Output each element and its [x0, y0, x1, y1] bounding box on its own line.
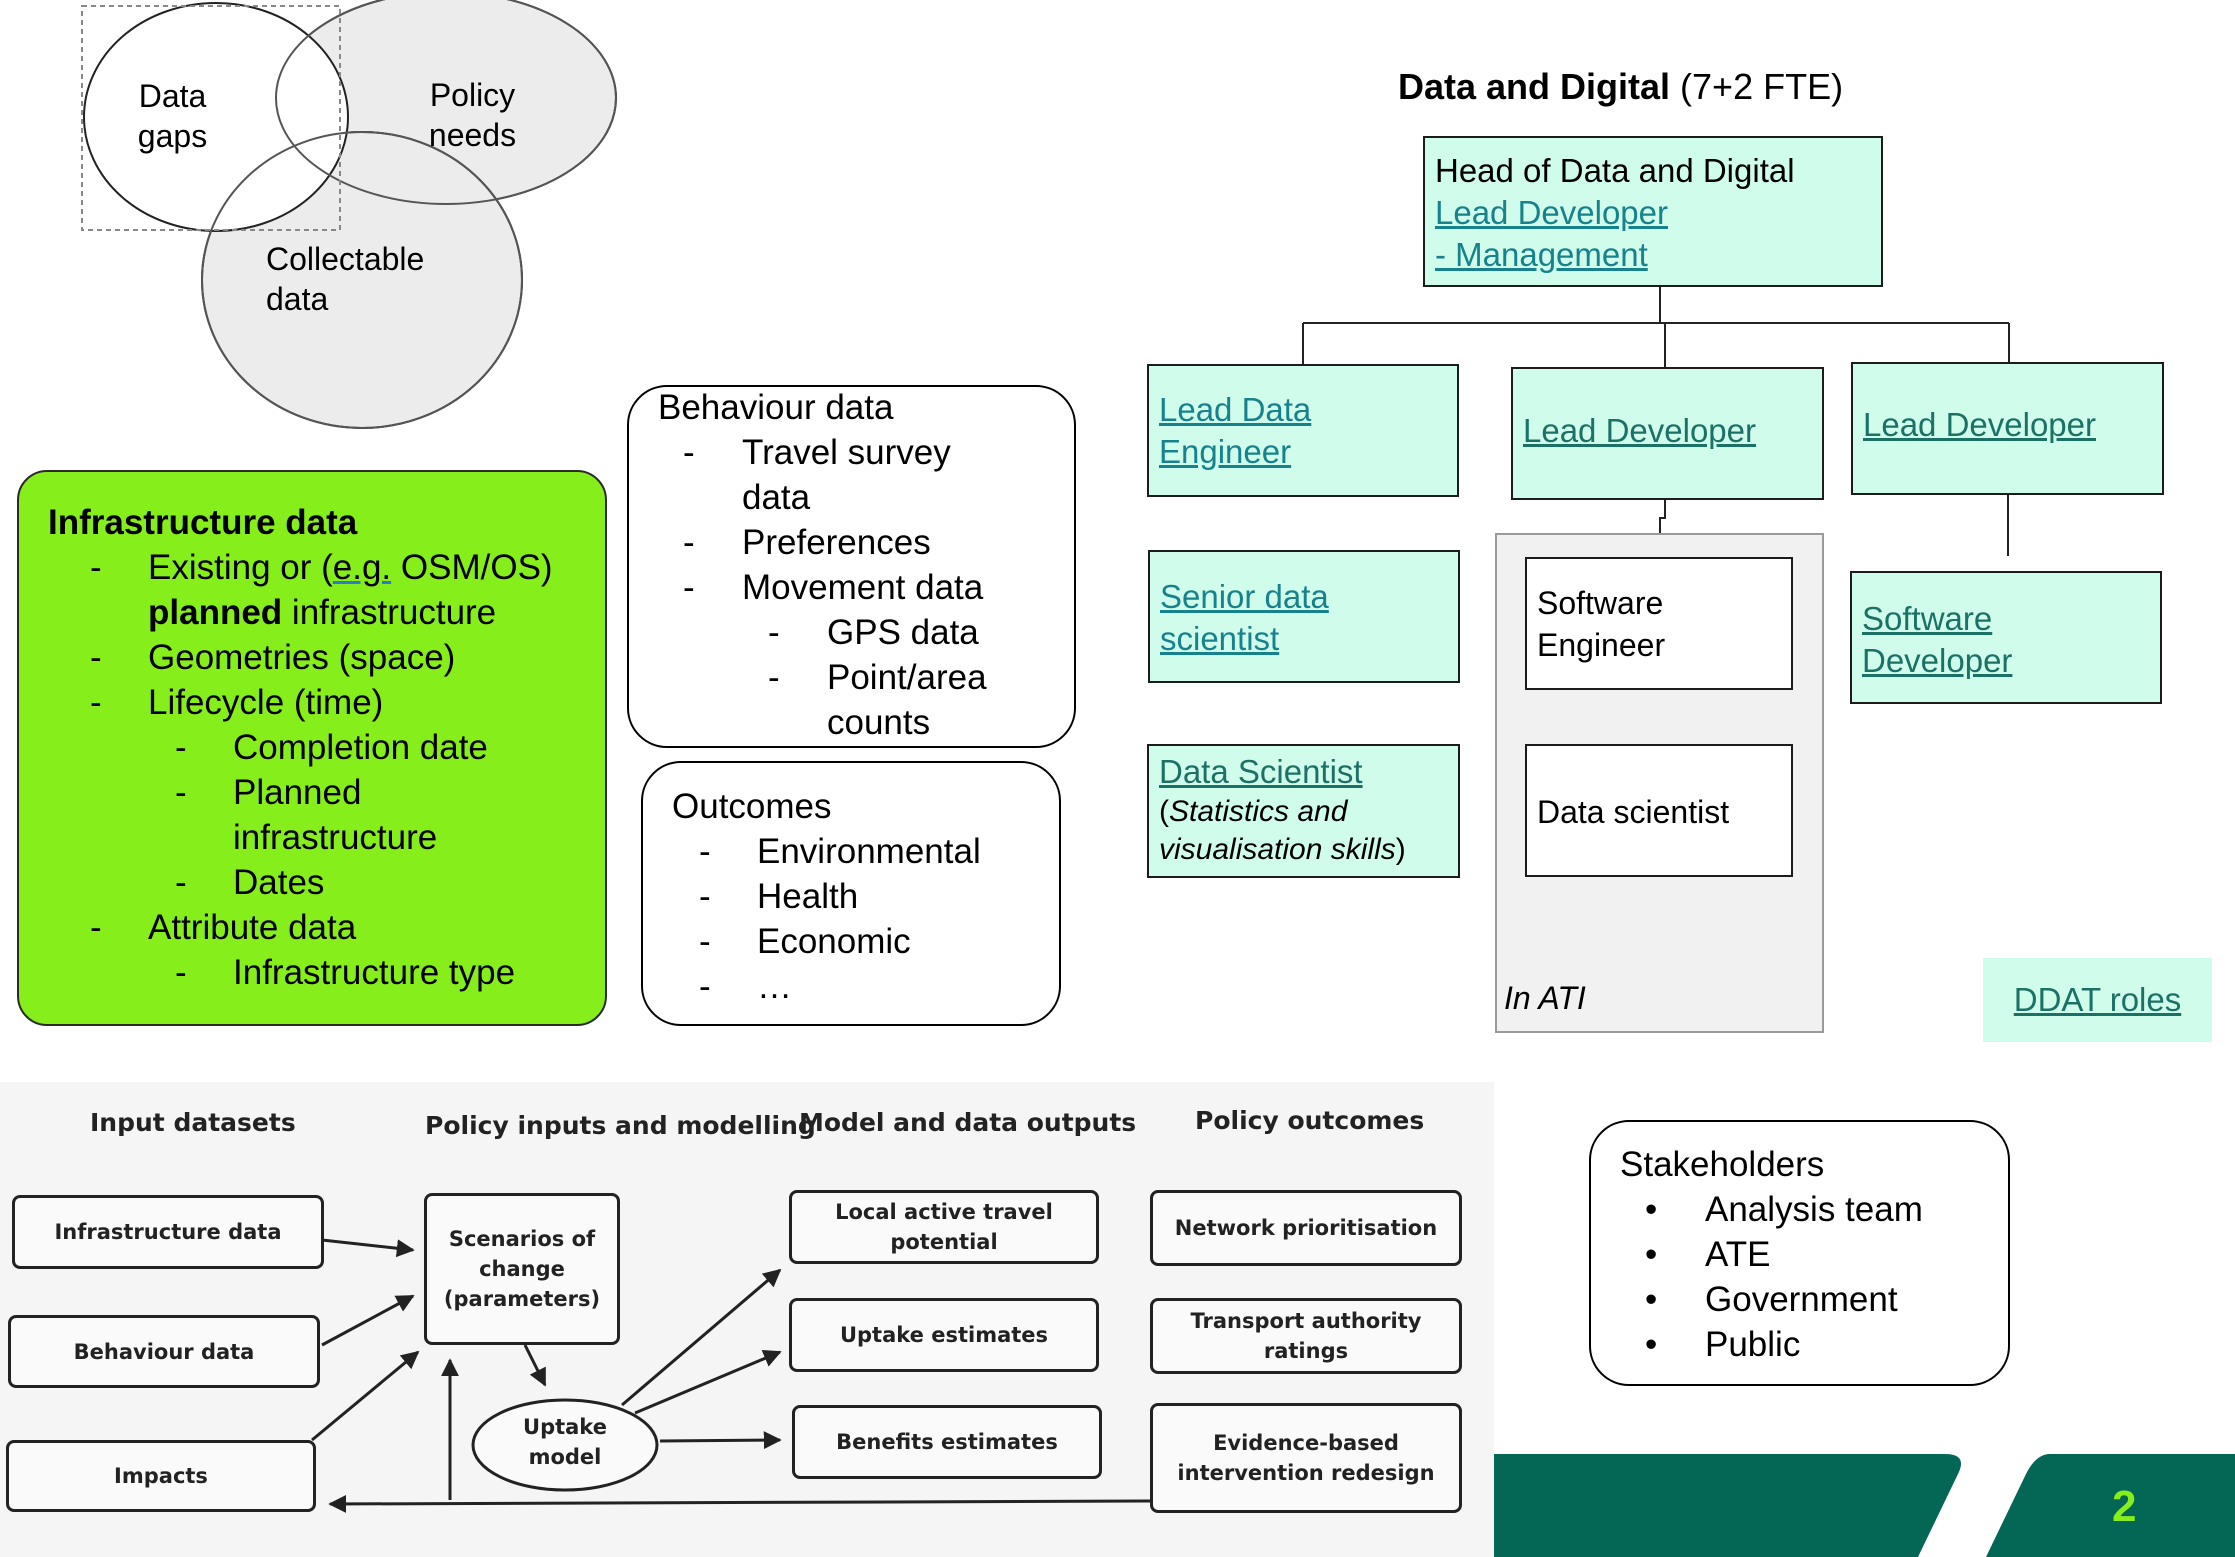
infra-item: -Attribute data [90, 908, 357, 947]
lead-developer-link[interactable]: Lead Developer [1523, 412, 1756, 449]
outcome-item: Health [757, 877, 859, 916]
software-engineer-node: Software Engineer [1525, 557, 1793, 690]
behaviour-data-box: Behaviour data - Travel survey data - Pr… [627, 385, 1076, 748]
behaviour-item: Movement data [742, 568, 984, 607]
flow-input-behaviour: Behaviour data [8, 1315, 320, 1388]
outcomes-title: Outcomes [672, 787, 832, 826]
lead-developer-management-link[interactable]: Lead Developer [1435, 194, 1668, 231]
flow-uptake-model: Uptake model [523, 1415, 607, 1469]
bullet-icon: • [1645, 1190, 1658, 1229]
flow-header-model-outputs: Model and data outputs [799, 1108, 1137, 1137]
ati-label: In ATI [1504, 980, 1586, 1016]
venn-text: Data [138, 78, 207, 114]
infra-item: planned infrastructure [148, 593, 497, 632]
data-scientist-link[interactable]: Data Scientist [1159, 753, 1363, 790]
org-chart-title: Data and Digital (7+2 FTE) [1398, 66, 1844, 107]
stakeholders-box: Stakeholders • Analysis team • ATE • Gov… [1589, 1120, 2010, 1386]
ddat-roles-box: DDAT roles [1983, 958, 2212, 1042]
ddat-roles-link[interactable]: DDAT roles [2013, 981, 2182, 1018]
eg-link[interactable]: e.g. [332, 548, 392, 587]
data-gaps-selection-box [81, 5, 341, 231]
lead-developer-link[interactable]: Lead Developer [1863, 406, 2096, 443]
infra-item: -Planned [175, 773, 362, 812]
outcome-item: Economic [757, 922, 911, 961]
venn-text: needs [428, 117, 517, 153]
venn-text: Collectable [266, 241, 425, 277]
venn-label-data-gaps: Data gaps [120, 76, 225, 156]
venn-text: data [266, 281, 329, 317]
behaviour-item: Travel survey [742, 433, 951, 472]
infrastructure-title: Infrastructure data [48, 503, 358, 542]
venn-text: Policy [429, 77, 516, 113]
flow-header-input-datasets: Input datasets [90, 1108, 296, 1137]
infra-item: -Lifecycle (time) [90, 683, 384, 722]
bullet-icon: • [1645, 1280, 1658, 1319]
lead-data-engineer-link[interactable]: Lead Data [1159, 391, 1312, 428]
stakeholders-title: Stakeholders [1620, 1145, 1825, 1184]
lead-developer-mid-node: Lead Developer [1511, 367, 1824, 500]
uptake-model-ellipse [471, 1398, 659, 1492]
lead-developer-right-node: Lead Developer [1851, 362, 2164, 495]
policy-needs-outline [275, 0, 617, 205]
stakeholder-item: ATE [1705, 1235, 1771, 1274]
data-scientist-ati-node: Data scientist [1525, 744, 1793, 877]
infra-item: -Completion date [175, 728, 488, 767]
infra-item: infrastructure [233, 818, 438, 857]
behaviour-item: Point/area [827, 658, 987, 697]
software-developer-link[interactable]: Software [1862, 600, 1993, 637]
senior-data-scientist-link[interactable]: scientist [1160, 620, 1280, 657]
flow-outcome-network-prioritisation: Network prioritisation [1150, 1190, 1462, 1266]
flow-scenarios-box: Scenarios of change (parameters) [424, 1193, 620, 1345]
flow-output-benefits-estimates: Benefits estimates [792, 1405, 1102, 1479]
flow-output-uptake-estimates: Uptake estimates [789, 1298, 1099, 1372]
lead-data-engineer-node: Lead Data Engineer [1147, 364, 1459, 497]
stakeholder-item: Public [1705, 1325, 1801, 1364]
senior-data-scientist-node: Senior data scientist [1148, 550, 1460, 683]
head-of-data-node: Head of Data and Digital Lead Developer … [1423, 136, 1883, 287]
flow-input-infrastructure: Infrastructure data [12, 1195, 324, 1269]
infra-item: -Dates [175, 863, 325, 902]
infra-item: - Existing or (e.g. OSM/OS) [90, 548, 553, 587]
flow-input-impacts: Impacts [6, 1440, 316, 1512]
bullet-icon: • [1645, 1325, 1658, 1364]
software-developer-node: Software Developer [1850, 571, 2162, 704]
infra-item: -Geometries (space) [90, 638, 456, 677]
stakeholder-item: Analysis team [1705, 1190, 1923, 1229]
software-developer-link[interactable]: Developer [1862, 642, 2013, 679]
collectable-data-outline [201, 131, 523, 429]
bullet-icon: • [1645, 1235, 1658, 1274]
stakeholder-item: Government [1705, 1280, 1898, 1319]
senior-data-scientist-link[interactable]: Senior data [1160, 578, 1329, 615]
data-scientist-node: Data Scientist (Statistics and visualisa… [1147, 744, 1460, 878]
behaviour-title: Behaviour data [658, 388, 894, 427]
outcomes-box: Outcomes Environmental Health Economic … [641, 761, 1061, 1026]
management-link[interactable]: - Management [1435, 236, 1648, 273]
flow-header-policy-inputs: Policy inputs and modelling [425, 1111, 816, 1140]
behaviour-item: Preferences [742, 523, 931, 562]
flow-header-policy-outcomes: Policy outcomes [1195, 1106, 1425, 1135]
venn-text: gaps [137, 118, 208, 154]
infra-item: -Infrastructure type [175, 953, 516, 992]
lead-data-engineer-link[interactable]: Engineer [1159, 433, 1292, 470]
behaviour-item: data [742, 478, 811, 517]
page-number: 2 [2112, 1482, 2137, 1531]
infrastructure-data-box: Infrastructure data - Existing or (e.g. … [17, 470, 607, 1026]
venn-label-collectable-data: Collectable data [266, 239, 424, 319]
venn-label-policy-needs: Policy needs [415, 75, 530, 155]
outcome-item: Environmental [757, 832, 981, 871]
behaviour-item: counts [827, 703, 931, 742]
outcome-item: … [757, 967, 792, 1006]
behaviour-item: GPS data [827, 613, 979, 652]
